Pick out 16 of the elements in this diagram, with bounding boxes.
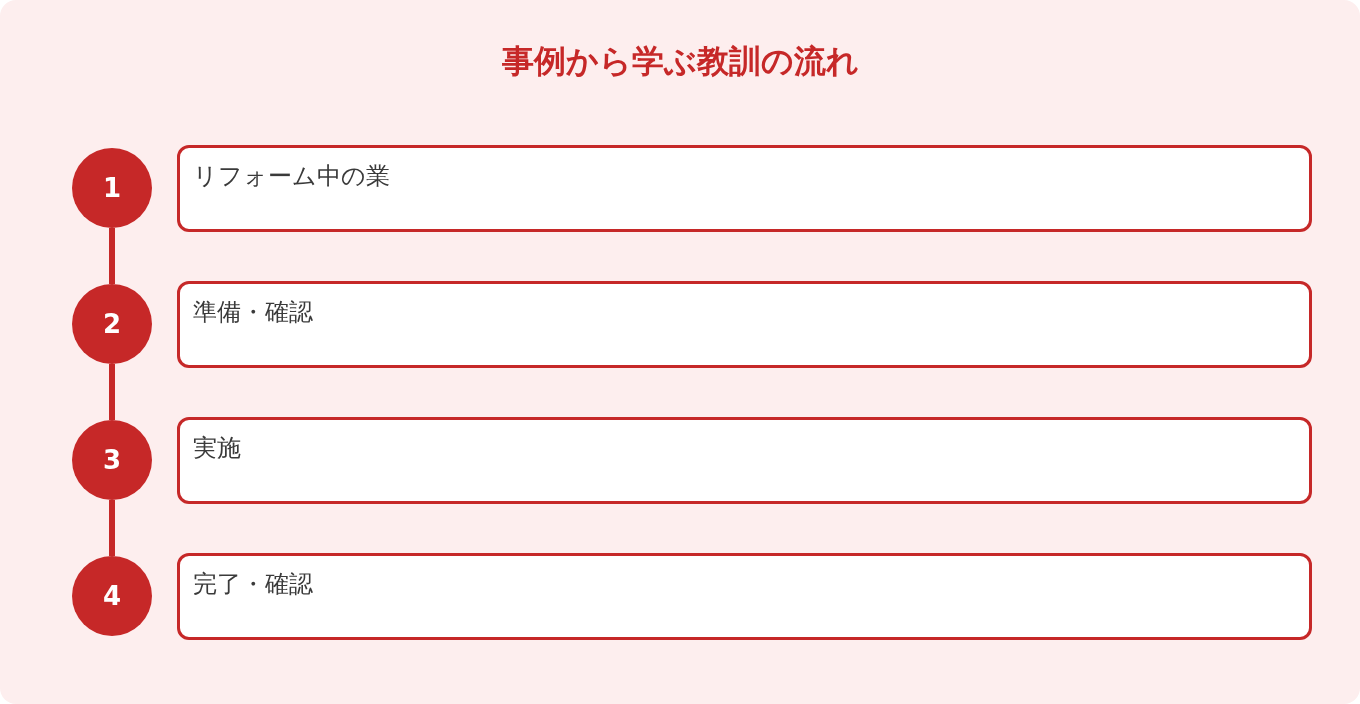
step-number: 4 (102, 580, 122, 612)
step-label: 準備・確認 (193, 297, 313, 328)
connector-line (109, 500, 115, 556)
step-box (177, 417, 1312, 504)
connector-line (109, 364, 115, 420)
step-label: 実施 (193, 433, 241, 464)
step-box (177, 553, 1312, 640)
title: 事例から学ぶ教訓の流れ (501, 41, 859, 82)
step-label: 完了・確認 (193, 569, 313, 600)
step-box (177, 145, 1312, 232)
step-number: 3 (102, 444, 122, 476)
connector-line (109, 228, 115, 284)
step-number: 2 (102, 308, 122, 340)
step-label: リフォーム中の業 (193, 161, 390, 192)
step-box (177, 281, 1312, 368)
step-number: 1 (102, 172, 122, 204)
